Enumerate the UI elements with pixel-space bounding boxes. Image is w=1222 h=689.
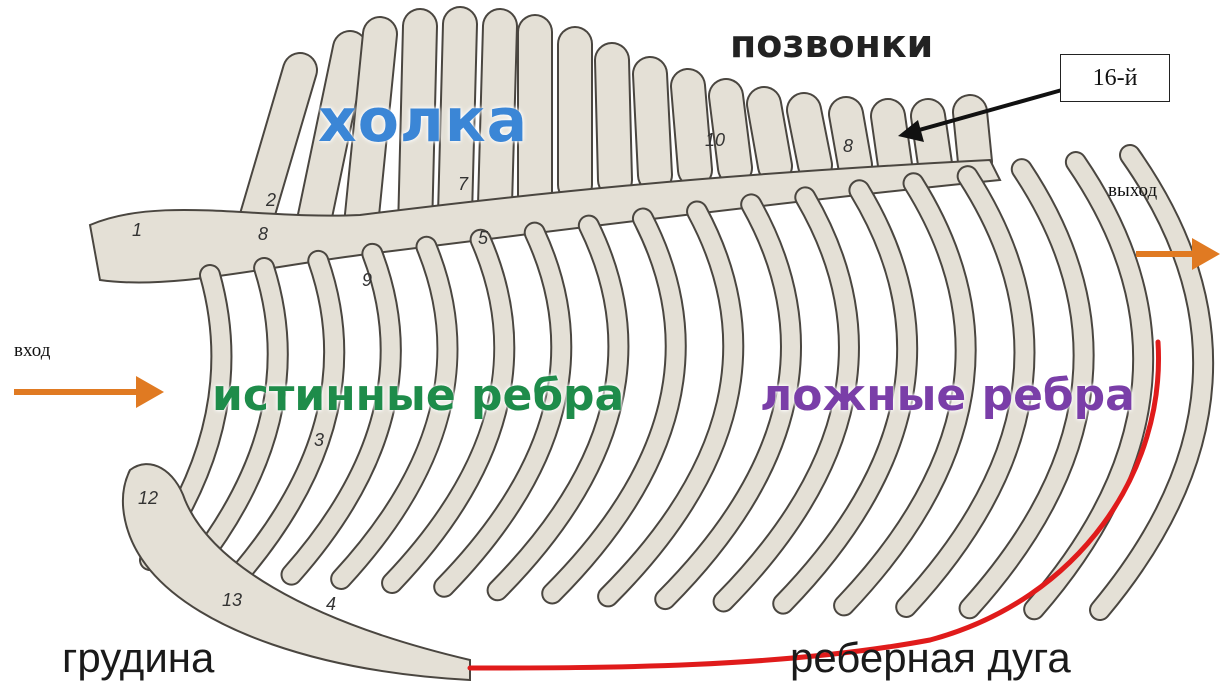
withers-label: холка (318, 86, 528, 156)
spinous-process-fill (888, 116, 895, 165)
spinous-process-fill (650, 74, 655, 175)
false-ribs-label: ложные ребра (760, 370, 1135, 421)
entry-label: вход (14, 340, 50, 362)
true-ribs-label: истинные ребра (212, 370, 624, 421)
figure-number: 5 (478, 228, 489, 248)
sternum-label: грудина (62, 634, 214, 682)
costal-arch-label: реберная дуга (790, 634, 1071, 682)
vertebrae-label: позвонки (730, 22, 933, 66)
figure-number: 12 (138, 488, 158, 508)
spinous-process-fill (928, 116, 935, 164)
entry-arrow (14, 376, 164, 408)
figure-number: 10 (705, 130, 725, 150)
rib16-label: 16-й (1060, 54, 1170, 102)
spinous-process-fill (970, 112, 975, 162)
exit-label: выход (1108, 180, 1157, 202)
spinous-process-fill (612, 60, 615, 180)
figure-number: 1 (132, 220, 142, 240)
figure-number: 8 (843, 136, 853, 156)
figure-number: 4 (326, 594, 336, 614)
spinous-process-fill (764, 104, 775, 166)
figure-number: 7 (458, 174, 469, 194)
figure-number: 8 (258, 224, 268, 244)
figure-number: 2 (265, 190, 276, 210)
spinous-process-fill (804, 110, 815, 165)
figure-number: 3 (314, 430, 324, 450)
figure-number: 13 (222, 590, 242, 610)
figure-number: 9 (362, 270, 372, 290)
spinous-process-fill (688, 86, 695, 170)
spinous-process-fill (726, 96, 735, 168)
